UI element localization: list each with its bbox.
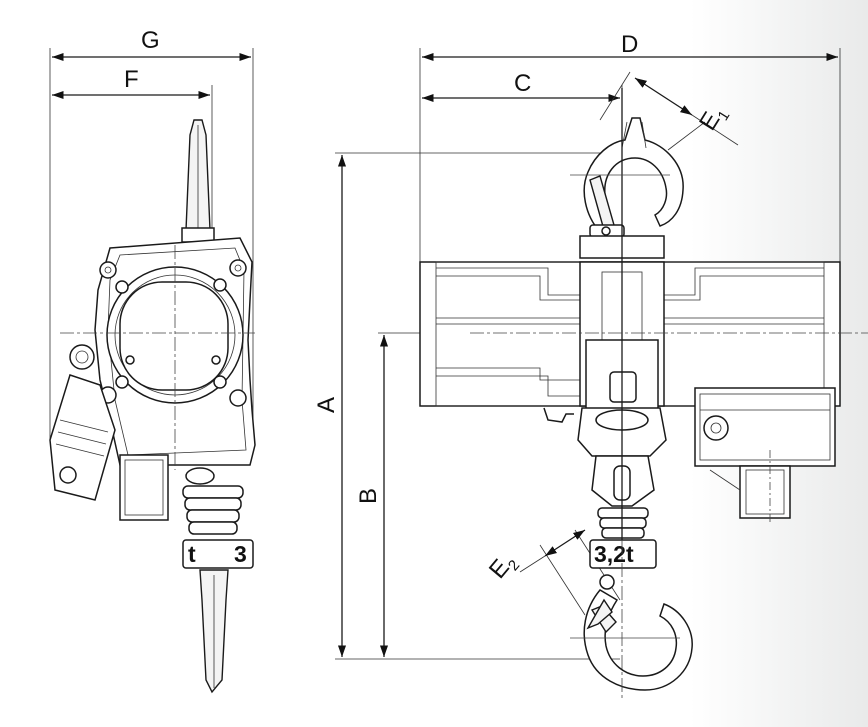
capacity-label-front: 3,2t: [594, 541, 634, 567]
e1-extension-1: [599, 71, 631, 121]
capacity-plate-front: [589, 539, 657, 569]
front-view: D C A B E1 E2: [313, 31, 868, 700]
dimension-line-e1: [634, 77, 693, 116]
e2-extension-2: [539, 544, 586, 616]
capacity-label-side-right: 3: [234, 541, 247, 567]
dimension-label-a: A: [313, 397, 340, 413]
chain-block-front: [577, 407, 667, 569]
dimension-label-e1: E1: [694, 100, 733, 137]
control-box-front: [694, 387, 836, 519]
cable-plug-side: [49, 344, 116, 501]
dimension-line-e2: [544, 529, 586, 557]
dimension-label-b: B: [355, 488, 382, 504]
capacity-label-side-left: t: [188, 541, 196, 567]
e1-extension-2: [667, 121, 706, 151]
dimension-label-d: D: [621, 31, 638, 58]
motor-lower-front: [739, 465, 791, 519]
top-hook: [583, 117, 684, 238]
dimension-label-e2: E2: [484, 548, 523, 587]
gearbox-lower: [119, 454, 169, 521]
dimension-label-f: F: [124, 66, 139, 93]
capacity-plate-side: [182, 539, 254, 569]
dimension-label-c: C: [514, 70, 531, 97]
bolts-side: [99, 259, 247, 407]
dimension-label-g: G: [141, 27, 160, 54]
motor-cover: [119, 281, 229, 391]
bottom-hook: [583, 574, 693, 691]
clip-small: [543, 407, 574, 423]
chain-stack-side: [182, 467, 254, 569]
side-view: G F: [49, 27, 256, 694]
